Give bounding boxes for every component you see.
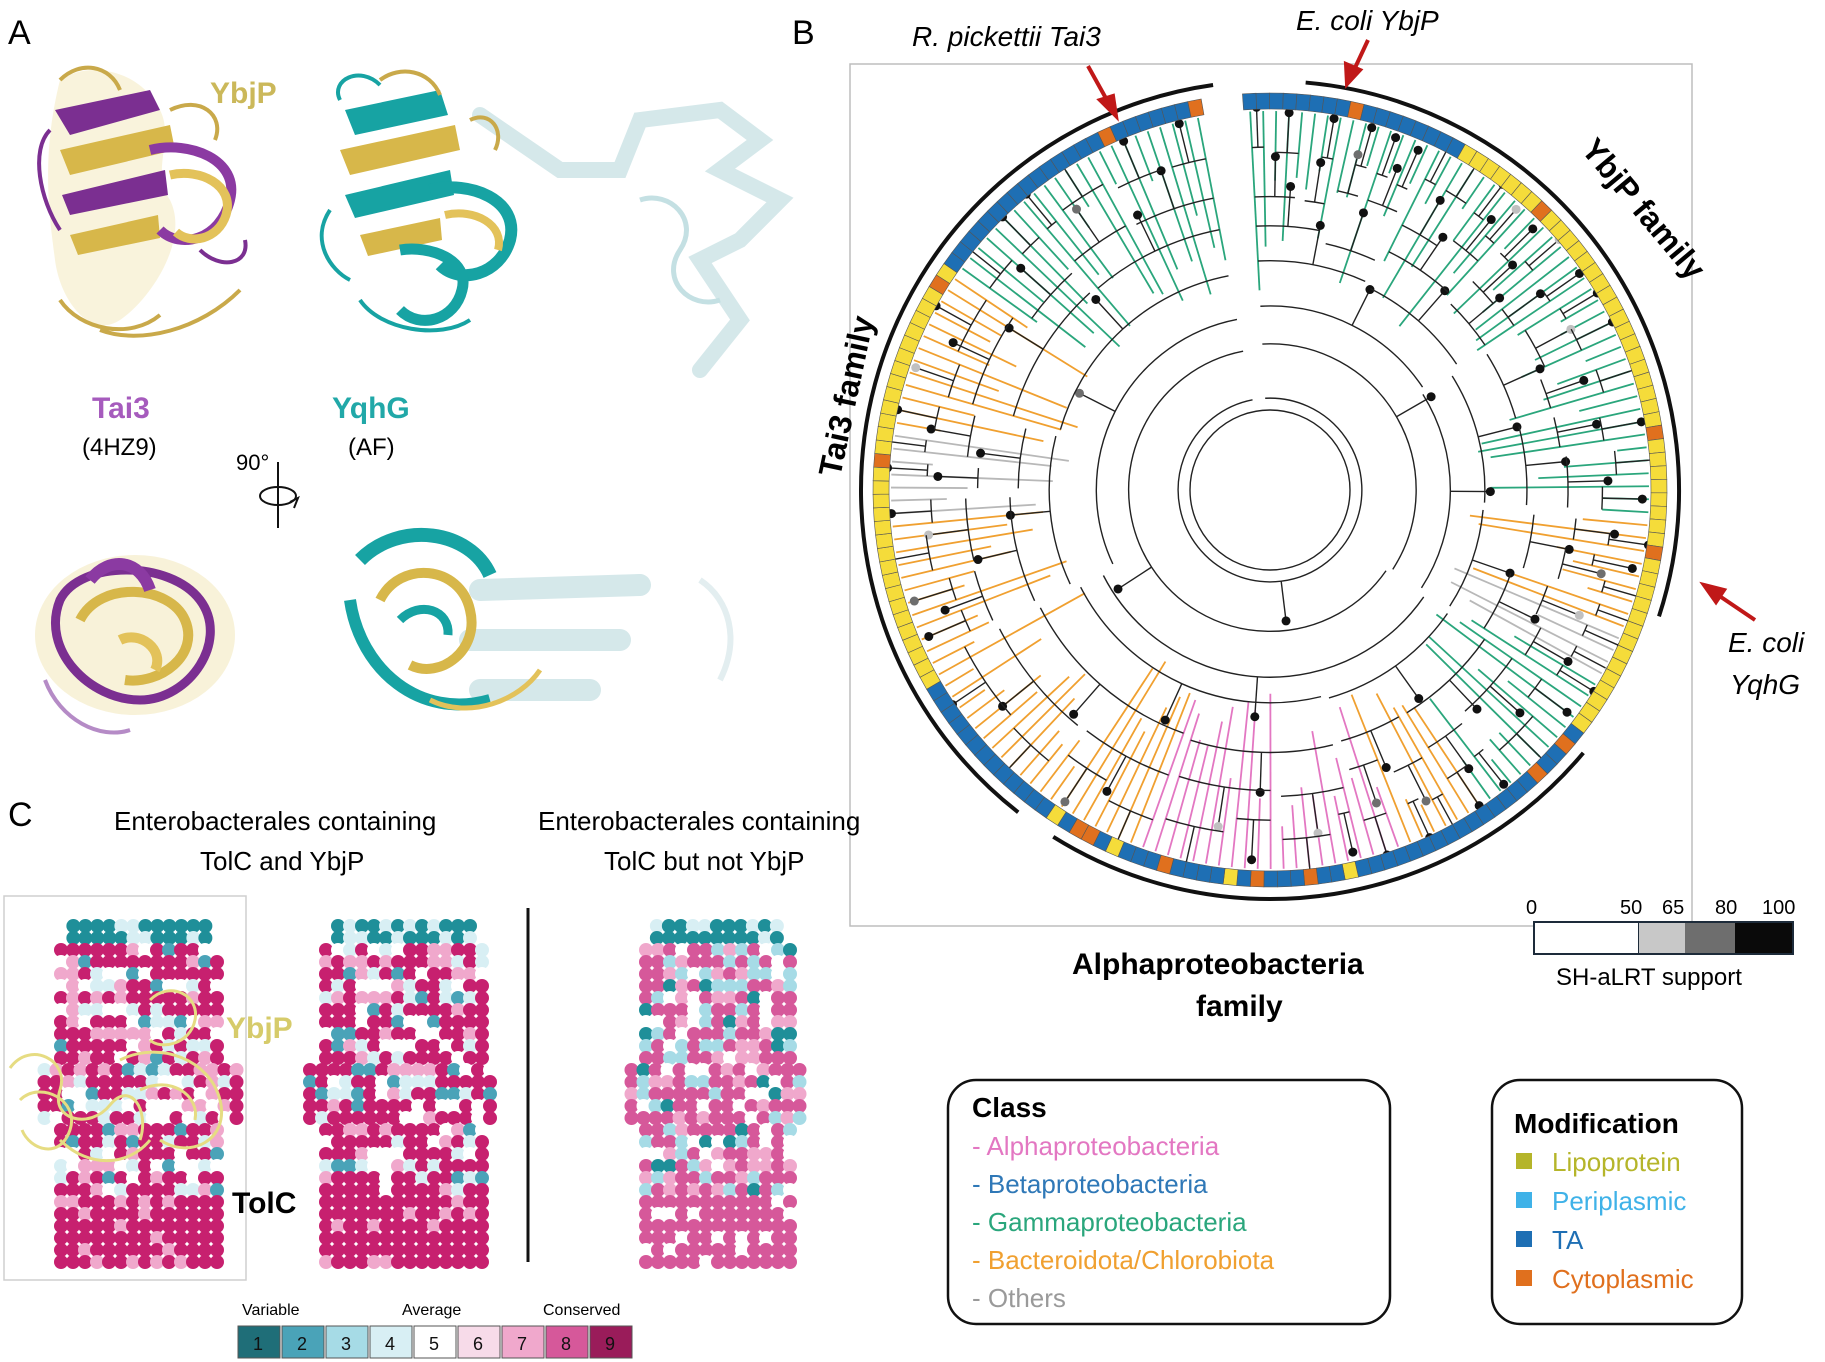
scale-bin-6 [457,1325,501,1359]
support-bin-80-100 [1735,922,1793,954]
callout-yqhg-line2: YqhG [1730,669,1800,700]
tai3-ybjp-structure-top [37,65,248,338]
support-tick-100: 100 [1762,897,1795,919]
scale-bin-4 [369,1325,413,1359]
swatch-ta [1516,1231,1532,1247]
class-item-bacteroidota: - Bacteroidota/Chlorobiota [972,1245,1275,1275]
ybjp-label-c: YbjP [226,1012,293,1045]
scale-bin-label-6: 6 [473,1334,483,1354]
scale-bin-7 [501,1325,545,1359]
tolc-ybjp-frame [3,895,247,1281]
swatch-periplasmic [1516,1192,1532,1208]
class-item-gamma: - Gammaproteobacteria [972,1207,1247,1237]
scale-bin-2 [281,1325,325,1359]
yqhg-ybjp-structure-top [319,69,794,378]
support-tick-0: 0 [1526,897,1537,919]
tai3-label: Tai3 [92,392,150,425]
scale-bin-label-9: 9 [605,1334,615,1354]
mod-item-lipoprotein: Lipoprotein [1552,1147,1681,1177]
tolc-label: TolC [232,1187,296,1220]
scale-bin-label-8: 8 [561,1334,571,1354]
phylogenetic-tree [881,102,1661,883]
panel-letter-b: B [792,14,815,52]
tolc-surface-2 [303,919,497,1269]
mod-item-cytoplasmic: Cytoplasmic [1552,1264,1694,1294]
mod-item-ta: TA [1552,1225,1584,1255]
class-legend-title: Class [972,1092,1047,1123]
scale-bin-label-5: 5 [429,1334,439,1354]
scale-bin-label-3: 3 [341,1334,351,1354]
c-heading-right-line1: Enterobacterales containing [538,806,860,836]
support-bin-50-65 [1639,922,1685,954]
tree-frame [849,63,1693,927]
rotation-label: 90° [236,450,269,475]
ybjp-label-a: YbjP [210,77,277,110]
support-scale: 0 50 65 80 100 SH-aLRT support [1526,897,1795,991]
scale-average-label: Average [402,1302,461,1319]
mod-item-periplasmic: Periplasmic [1552,1186,1686,1216]
scale-bin-1 [237,1325,281,1359]
callout-ybjp: E. coli YbjP [1296,5,1439,36]
modification-ring [872,92,1668,888]
class-item-beta: - Betaproteobacteria [972,1169,1208,1199]
support-tick-50: 50 [1620,897,1642,919]
c-heading-left-line1: Enterobacterales containing [114,806,436,836]
support-tick-65: 65 [1662,897,1684,919]
panel-letter-c: C [8,796,33,834]
scale-variable-label: Variable [242,1302,300,1319]
swatch-cytoplasmic [1516,1270,1532,1286]
yqhg-ybjp-structure-bottom [344,527,734,711]
support-scale-label: SH-aLRT support [1556,964,1742,991]
c-heading-left-line2: TolC and YbjP [200,846,364,876]
scale-bin-3 [325,1325,369,1359]
scale-bin-label-4: 4 [385,1334,395,1354]
alpha-family-label-line1: Alphaproteobacteria [1072,948,1364,981]
c-heading-right-line2: TolC but not YbjP [604,846,804,876]
rotation-arrow-icon [259,462,300,528]
support-bin-65-80 [1685,922,1735,954]
scale-bin-label-1: 1 [253,1334,263,1354]
ybjp-cartoon-bound [8,989,223,1163]
yqhg-label: YqhG [332,392,410,425]
class-legend: Class - Alphaproteobacteria - Betaproteo… [946,1078,1392,1326]
modification-legend-title: Modification [1514,1108,1679,1139]
class-item-alpha: - Alphaproteobacteria [972,1131,1220,1161]
tolc-surface-1 [37,919,244,1269]
scale-bin-label-2: 2 [297,1334,307,1354]
scale-bin-label-7: 7 [517,1334,527,1354]
support-tick-80: 80 [1715,897,1737,919]
support-bin-0-50 [1533,921,1640,955]
scale-bin-5 [413,1325,457,1359]
scale-conserved-label: Conserved [543,1302,620,1319]
alpha-family-label-line2: family [1196,990,1283,1023]
tai3-ybjp-structure-bottom [35,555,235,735]
class-item-others: - Others [972,1283,1066,1313]
modification-legend: Modification Lipoprotein Periplasmic TA … [1490,1078,1744,1326]
callout-tai3: R. pickettii Tai3 [912,21,1101,52]
tai3-pdb-id: (4HZ9) [82,434,157,461]
swatch-lipoprotein [1516,1153,1532,1169]
yqhg-source: (AF) [348,434,395,461]
conservation-scale: Variable Average Conserved 1 2 3 4 5 6 7 8 9 [237,1302,633,1359]
scale-bin-8 [545,1325,589,1359]
tolc-surface-3 [624,919,807,1269]
family-arcs [859,80,1681,901]
callout-arrows [1086,39,1757,622]
scale-bin-9 [589,1325,633,1359]
panel-letter-a: A [8,14,31,52]
callout-yqhg-line1: E. coli [1728,627,1805,658]
